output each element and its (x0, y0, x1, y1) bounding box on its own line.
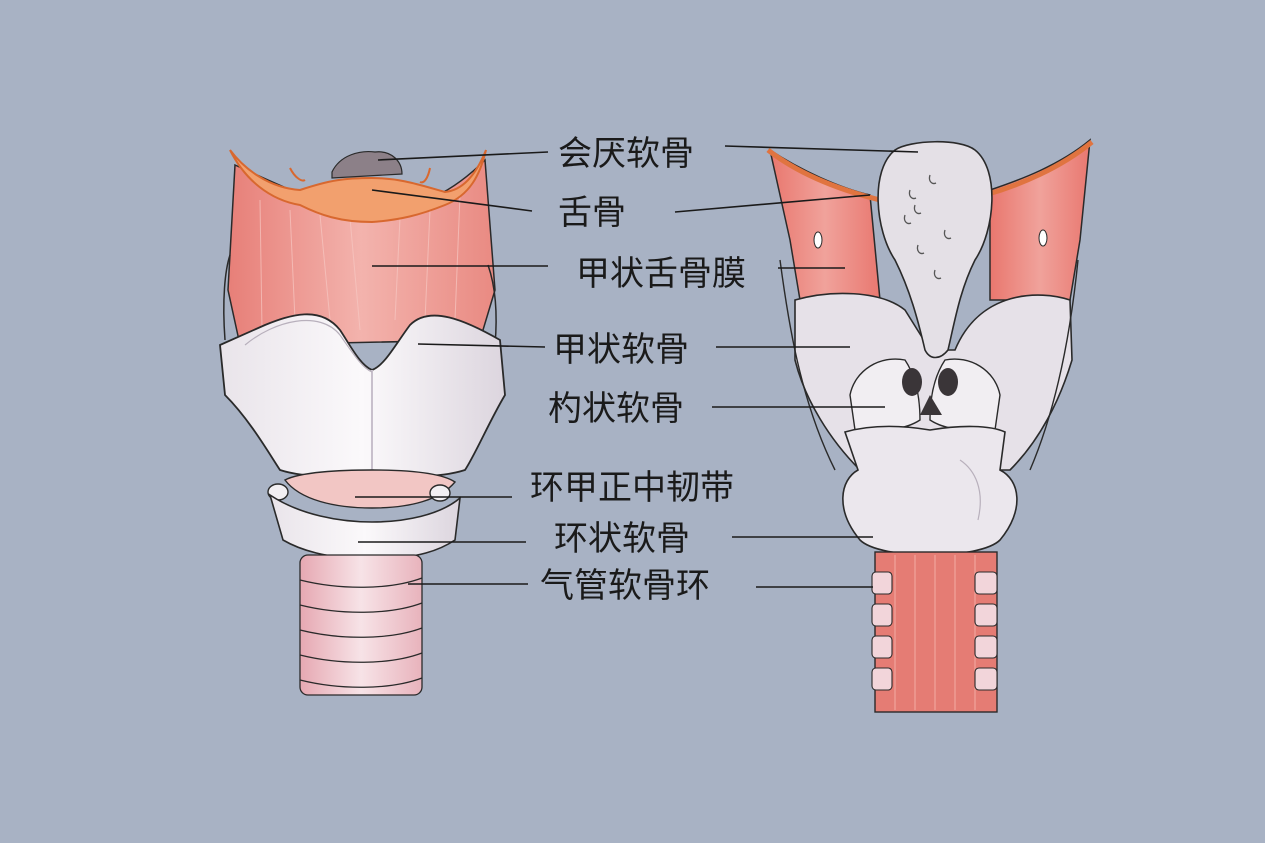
thyrohyoid-membrane-back (768, 148, 881, 301)
label-thyrohyoid-membrane: 甲状舌骨膜 (576, 254, 746, 294)
thyroid-cartilage-front (219, 313, 506, 477)
label-thyroid-cartilage: 甲状软骨 (553, 330, 689, 370)
label-epiglottis: 会厌软骨 (558, 134, 694, 174)
posterior-view (766, 138, 1094, 713)
epiglottis-tip-front (331, 150, 403, 179)
tracheal-rings-back (871, 551, 998, 713)
label-tracheal-rings: 气管软骨环 (540, 566, 710, 606)
epiglottis-back (877, 140, 993, 359)
leader-hyoid-right (674, 194, 871, 213)
leader-hyoid-left (371, 189, 533, 212)
hyoid-bone-front (229, 149, 487, 224)
tracheal-rings-front (299, 554, 423, 696)
leader-lines (355, 145, 919, 588)
leader-epiglottis-right (724, 145, 919, 153)
label-median-cricothyroid-ligament: 环甲正中韧带 (530, 468, 734, 508)
leader-epiglottis-left (377, 151, 549, 161)
cricothyroid-ligament-front (283, 469, 457, 509)
anterior-view (219, 149, 506, 696)
label-hyoid: 舌骨 (558, 193, 626, 233)
label-arytenoid-cartilage: 杓状软骨 (548, 389, 684, 429)
cricoid-cartilage-back (842, 425, 1018, 556)
leader-thyroid-left (417, 343, 546, 348)
label-cricoid-cartilage: 环状软骨 (554, 519, 690, 559)
